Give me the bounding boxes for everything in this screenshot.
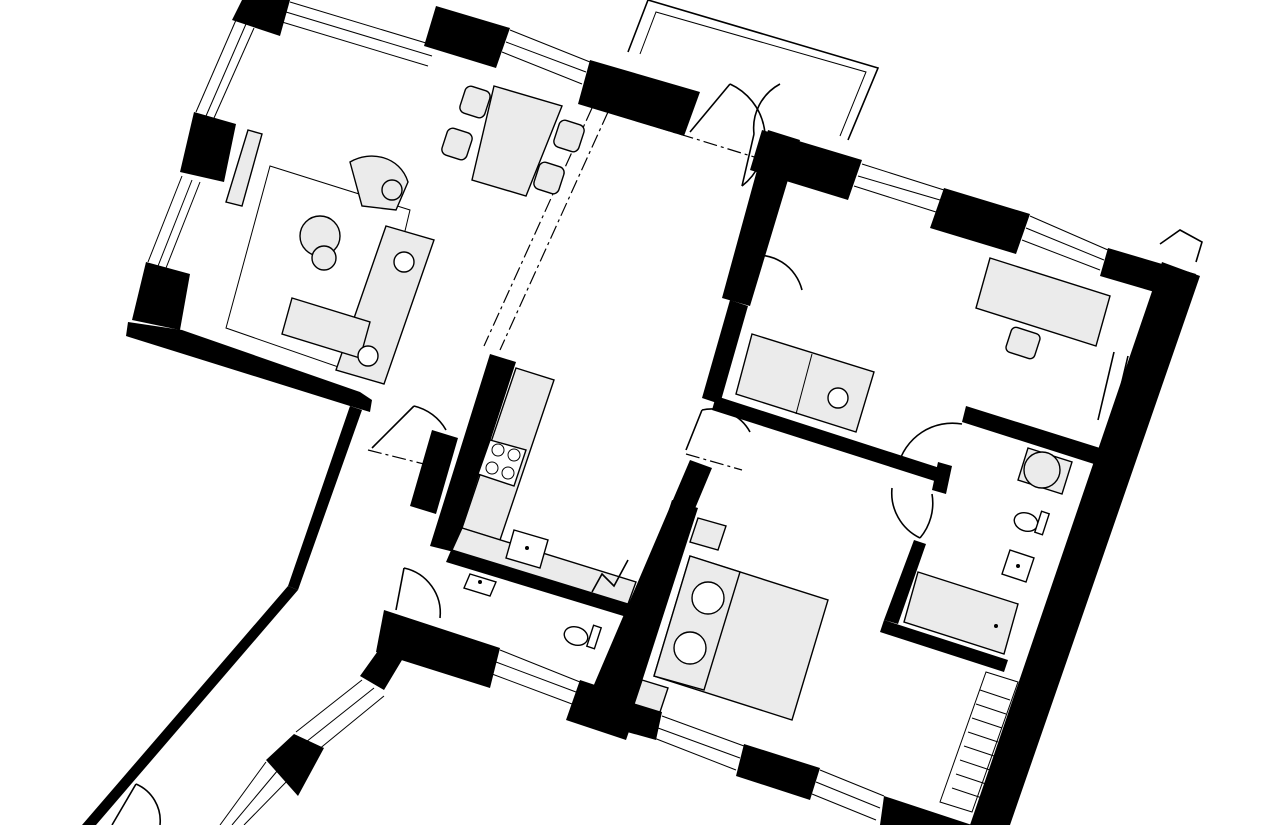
shower: [1017, 447, 1073, 495]
nightstand: [689, 517, 727, 551]
bay-window: [1159, 229, 1203, 263]
wall-segment: [750, 130, 862, 200]
table-icon: [471, 85, 563, 197]
wall-segment: [446, 548, 636, 618]
radiator-icon: [1097, 351, 1115, 421]
side-table: [311, 245, 337, 271]
wall-segment: [180, 112, 236, 182]
balcony: [627, 0, 880, 141]
window-icon: [195, 19, 255, 119]
chair-icon: [1005, 326, 1041, 360]
balcony-rail-inner: [639, 11, 867, 137]
doors: [111, 83, 963, 825]
wall-segment: [288, 406, 362, 590]
chair-icon: [533, 161, 565, 195]
wall-segment: [712, 396, 946, 484]
sofa-icon: [281, 225, 435, 385]
bedroom-furniture: [633, 517, 1019, 813]
stove-icon: [477, 439, 527, 487]
sofa-icon: [735, 333, 875, 433]
nightstand: [633, 679, 669, 713]
window-icon: [281, 1, 437, 67]
sink-icon: [463, 573, 497, 597]
window-icon: [853, 163, 945, 213]
sink-icon: [505, 529, 549, 569]
wall-segment: [424, 6, 510, 68]
shelf: [225, 129, 263, 207]
windows: [147, 1, 1109, 825]
wall-segment: [376, 610, 500, 688]
bathroom-furniture: [903, 447, 1073, 655]
wall-segment: [132, 262, 190, 330]
door-swing-icon: [111, 783, 162, 825]
wall-segment: [232, 0, 290, 36]
wall-segment: [962, 406, 1100, 464]
toilet-icon: [1013, 510, 1051, 536]
wall-segment: [82, 586, 298, 825]
desk: [975, 257, 1111, 347]
bathtub-icon: [903, 571, 1019, 655]
window-icon: [219, 761, 291, 825]
wall-segment: [610, 500, 698, 700]
wall-segment: [884, 540, 926, 624]
window-icon: [295, 679, 385, 751]
chair-icon: [441, 127, 473, 161]
wall-segment: [126, 322, 372, 412]
window-icon: [501, 29, 591, 85]
wall-segment: [702, 300, 748, 404]
balcony-rail-outer: [627, 0, 880, 141]
chair-icon: [553, 119, 585, 153]
door-swing-icon: [371, 405, 447, 449]
door-swing-icon: [747, 254, 803, 300]
wall-segment: [430, 354, 516, 552]
radiator-icon: [939, 671, 1019, 813]
radiator-icon: [1111, 355, 1129, 425]
exterior-walls: [82, 0, 1200, 825]
wall-segment: [880, 620, 1008, 672]
window-icon: [811, 769, 885, 821]
wall-segment: [930, 188, 1030, 254]
wall-segment: [410, 430, 458, 514]
armchair: [349, 155, 409, 211]
sink-icon: [1001, 549, 1035, 583]
wall-segment: [578, 60, 700, 136]
door-swing-icon: [395, 567, 442, 619]
door-swing-icon: [685, 408, 751, 451]
kitchen-furniture: [451, 367, 637, 605]
kitchen-counter: [451, 527, 637, 605]
door-swing-icon: [890, 422, 963, 539]
wall-segment: [970, 262, 1200, 825]
wall-segment: [880, 796, 972, 825]
wc-furniture: [463, 573, 603, 650]
toilet-icon: [563, 624, 603, 650]
window-icon: [491, 649, 581, 705]
study-furniture: [735, 257, 1129, 433]
chair-icon: [459, 85, 491, 119]
window-icon: [147, 175, 201, 269]
wall-segment: [266, 734, 324, 796]
living-room-furniture: [225, 85, 585, 385]
fridge: [591, 559, 629, 593]
bed-icon: [653, 555, 829, 721]
window-icon: [653, 715, 745, 771]
door-swing-icon: [689, 83, 781, 187]
window-icon: [1021, 215, 1109, 271]
wall-segment: [736, 744, 820, 800]
